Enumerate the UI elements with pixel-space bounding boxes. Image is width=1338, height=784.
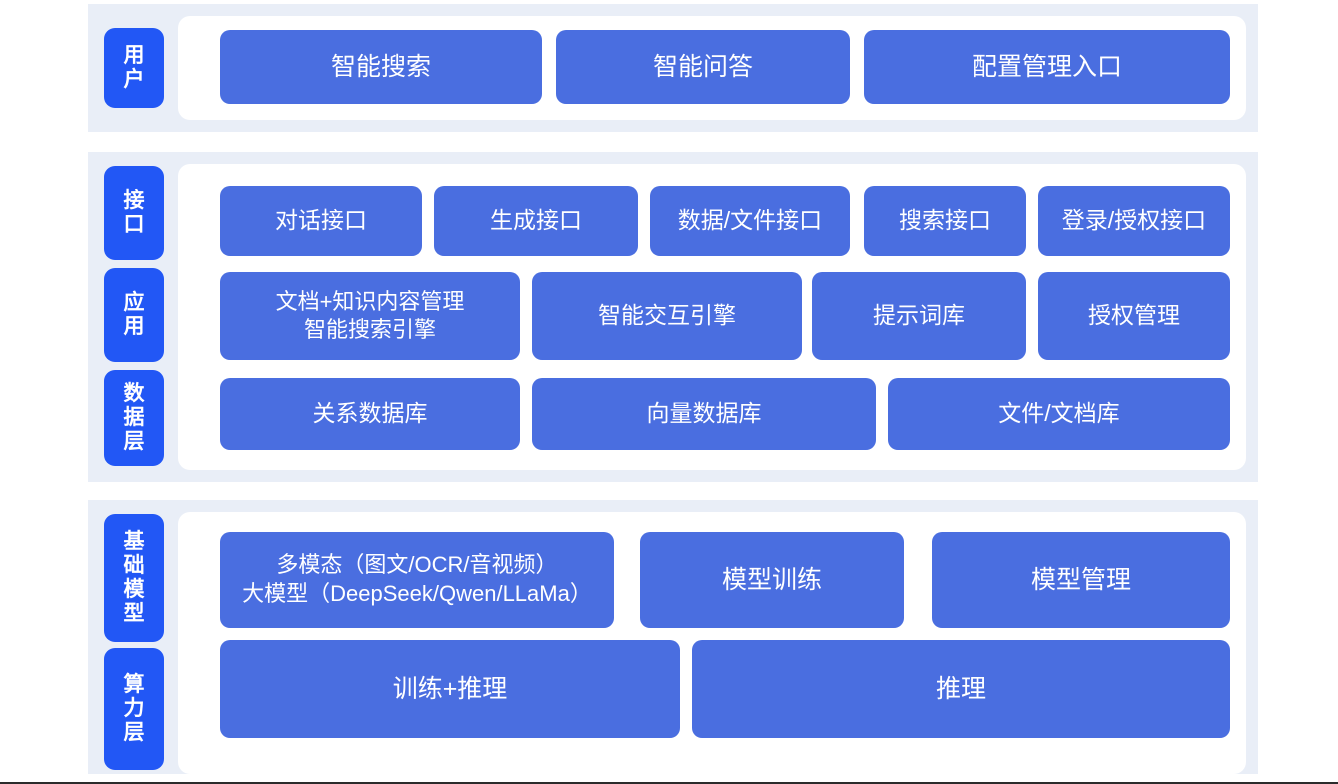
card-file-document-store[interactable]: 文件/文档库 [888,378,1230,450]
layer-chip-data-label: 数据层 [123,382,145,453]
layer-chip-user-label: 用户 [123,44,145,91]
card-dialog-api[interactable]: 对话接口 [220,186,422,256]
layer-chip-interface[interactable]: 接口 [104,166,164,260]
card-authorization-management[interactable]: 授权管理 [1038,272,1230,360]
bottom-divider [0,782,1338,784]
card-inference[interactable]: 推理 [692,640,1230,738]
card-smart-qa[interactable]: 智能问答 [556,30,850,104]
layer-chip-application-label: 应用 [123,291,145,338]
card-model-training[interactable]: 模型训练 [640,532,904,628]
card-training-and-inference[interactable]: 训练+推理 [220,640,680,738]
layer-chip-user[interactable]: 用户 [104,28,164,108]
card-vector-database[interactable]: 向量数据库 [532,378,876,450]
card-model-management[interactable]: 模型管理 [932,532,1230,628]
card-smart-interaction-engine[interactable]: 智能交互引擎 [532,272,802,360]
card-search-api[interactable]: 搜索接口 [864,186,1026,256]
card-config-management-entry[interactable]: 配置管理入口 [864,30,1230,104]
layer-chip-base-model-label: 基础模型 [123,530,145,625]
layer-chip-base-model[interactable]: 基础模型 [104,514,164,642]
layer-chip-application[interactable]: 应用 [104,268,164,362]
card-relational-database[interactable]: 关系数据库 [220,378,520,450]
layer-chip-data[interactable]: 数据层 [104,370,164,466]
card-document-knowledge-management[interactable]: 文档+知识内容管理 智能搜索引擎 [220,272,520,360]
card-generation-api[interactable]: 生成接口 [434,186,638,256]
card-smart-search[interactable]: 智能搜索 [220,30,542,104]
layer-chip-compute[interactable]: 算力层 [104,648,164,770]
layer-chip-interface-label: 接口 [123,189,145,236]
layer-chip-compute-label: 算力层 [123,673,145,744]
card-data-file-api[interactable]: 数据/文件接口 [650,186,850,256]
card-login-auth-api[interactable]: 登录/授权接口 [1038,186,1230,256]
card-multimodal-large-model[interactable]: 多模态（图文/OCR/音视频） 大模型（DeepSeek/Qwen/LLaMa） [220,532,614,628]
card-prompt-library[interactable]: 提示词库 [812,272,1026,360]
